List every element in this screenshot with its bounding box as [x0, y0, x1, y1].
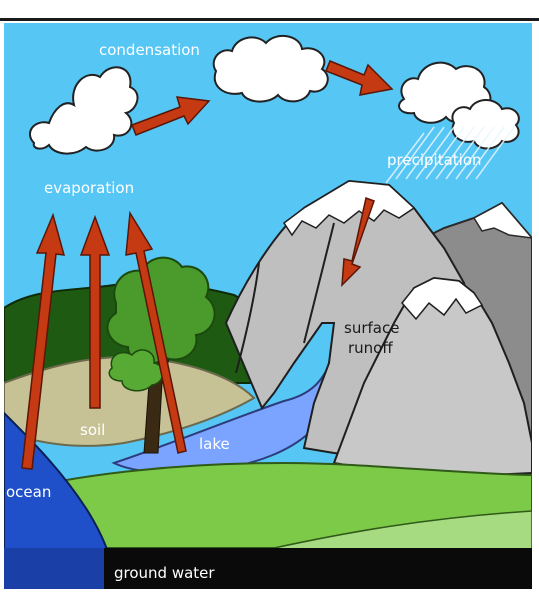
label-soil: soil: [80, 421, 105, 439]
label-evaporation: evaporation: [44, 179, 134, 197]
ground-water-ocean: [4, 548, 104, 589]
label-surface-runoff-line1: surface: [344, 319, 399, 337]
label-condensation: condensation: [99, 41, 200, 59]
label-ocean: ocean: [6, 483, 51, 501]
label-precipitation: precipitation: [387, 151, 482, 169]
water-cycle-diagram: condensation evaporation precipitation s…: [4, 23, 532, 589]
top-border-line: [0, 18, 539, 21]
label-ground-water: ground water: [114, 564, 215, 582]
label-lake: lake: [199, 435, 230, 453]
label-surface-runoff-line2: runoff: [348, 339, 393, 357]
